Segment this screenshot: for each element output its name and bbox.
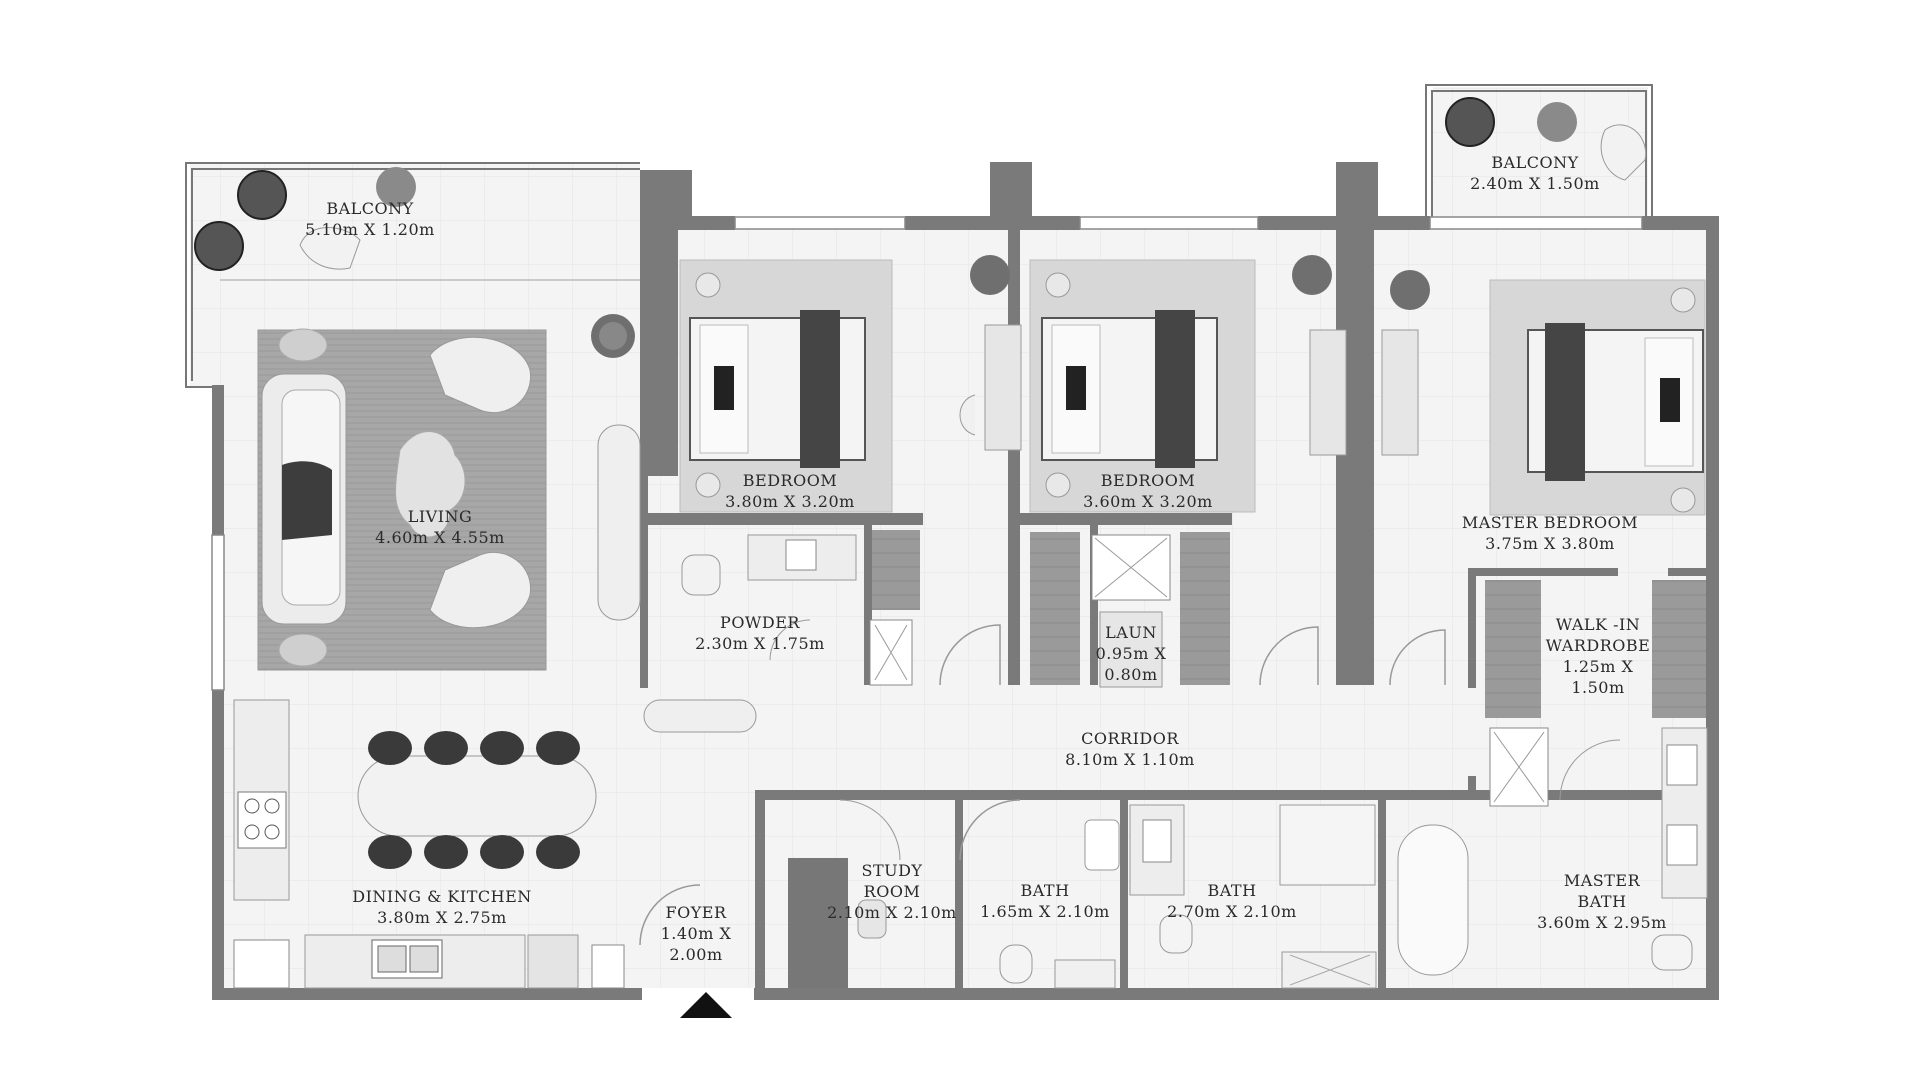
corridor-console (643, 699, 757, 733)
label-powder: POWDER 2.30m X 1.75m (695, 612, 825, 654)
storage-units (869, 530, 1706, 807)
room-name: BATH (1207, 881, 1257, 900)
room-size: 1.40m X (660, 924, 732, 943)
room-size: 3.60m X 3.20m (1083, 492, 1213, 511)
master-bedroom-furniture (1390, 270, 1706, 516)
label-bath-2: BATH 2.70m X 2.10m (1167, 880, 1297, 922)
room-name: LAUN (1105, 623, 1157, 642)
room-size: 8.10m X 1.10m (1065, 750, 1195, 769)
room-size: 1.25m X (1562, 657, 1634, 676)
dining-kitchen-furniture (233, 699, 625, 989)
door-swings (639, 624, 1446, 946)
label-corridor: CORRIDOR 8.10m X 1.10m (1065, 728, 1195, 770)
label-dining-kitchen: DINING & KITCHEN 3.80m X 2.75m (352, 886, 531, 928)
living-furniture (257, 314, 641, 671)
room-size: 3.75m X 3.80m (1485, 534, 1615, 553)
label-living: LIVING 4.60m X 4.55m (375, 506, 505, 548)
label-foyer: FOYER 1.40m X 2.00m (661, 902, 732, 965)
room-name: FOYER (665, 903, 727, 922)
room-name: MASTER BEDROOM (1461, 513, 1639, 532)
room-name: ROOM (863, 882, 921, 901)
room-name: CORRIDOR (1081, 729, 1179, 748)
powder-fixtures (681, 534, 857, 661)
room-name: BATH (1577, 892, 1627, 911)
label-bedroom-1: BEDROOM 3.80m X 3.20m (725, 470, 855, 512)
entry-arrow-icon (680, 992, 732, 1018)
room-size: 1.65m X 2.10m (980, 902, 1110, 921)
room-name: BATH (1020, 881, 1070, 900)
walls (212, 162, 1719, 1000)
room-name: BALCONY (326, 199, 414, 218)
room-name: BALCONY (1491, 153, 1579, 172)
bedroom-2-furniture (1029, 255, 1419, 513)
room-name: WALK -IN (1555, 615, 1641, 634)
balcony-left-outline (185, 162, 640, 388)
room-size: 2.40m X 1.50m (1470, 174, 1600, 193)
room-size: 2.70m X 2.10m (1167, 902, 1297, 921)
room-size: 2.00m (669, 945, 723, 964)
room-size: 4.60m X 4.55m (375, 528, 505, 547)
room-size: 3.60m X 2.95m (1537, 913, 1667, 932)
room-size: 2.30m X 1.75m (695, 634, 825, 653)
room-name: STUDY (861, 861, 923, 880)
label-master-bath: MASTER BATH 3.60m X 2.95m (1537, 870, 1667, 933)
study-furniture (788, 799, 901, 988)
label-laun: LAUN 0.95m X 0.80m (1096, 622, 1167, 685)
label-bedroom-2: BEDROOM 3.60m X 3.20m (1083, 470, 1213, 512)
room-name: WARDROBE (1545, 636, 1651, 655)
label-balcony-right: BALCONY 2.40m X 1.50m (1470, 152, 1600, 194)
room-name: BEDROOM (1100, 471, 1196, 490)
windows (211, 216, 1643, 691)
room-size: 0.95m X (1095, 644, 1167, 663)
room-size: 5.10m X 1.20m (305, 220, 435, 239)
room-name: MASTER (1563, 871, 1641, 890)
room-size: 2.10m X 2.10m (827, 903, 957, 922)
bath-fixtures (999, 727, 1708, 989)
bedroom-1-furniture (679, 255, 1022, 513)
room-size: 1.50m (1571, 678, 1625, 697)
label-walk-in-wardrobe: WALK -IN WARDROBE 1.25m X 1.50m (1546, 614, 1651, 698)
room-name: DINING & KITCHEN (352, 887, 532, 906)
room-name: POWDER (720, 613, 800, 632)
label-balcony-left: BALCONY 5.10m X 1.20m (305, 198, 435, 240)
room-size: 3.80m X 3.20m (725, 492, 855, 511)
room-name: LIVING (407, 507, 473, 526)
room-size: 3.80m X 2.75m (377, 908, 507, 927)
label-master-bedroom: MASTER BEDROOM 3.75m X 3.80m (1462, 512, 1638, 554)
balcony-right-furniture (1445, 97, 1647, 181)
label-bath-1: BATH 1.65m X 2.10m (980, 880, 1110, 922)
room-name: BEDROOM (742, 471, 838, 490)
balcony-left-furniture (194, 167, 416, 271)
room-size: 0.80m (1104, 665, 1158, 684)
label-study-room: STUDY ROOM 2.10m X 2.10m (827, 860, 957, 923)
